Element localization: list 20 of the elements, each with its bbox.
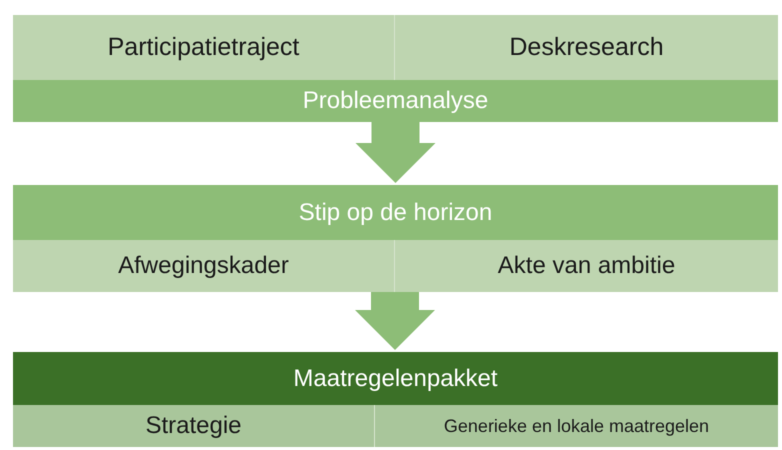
process-band (13, 240, 395, 292)
band-label: Afwegingskader (118, 252, 289, 280)
process-band (13, 15, 395, 80)
process-band (395, 15, 778, 80)
band-label: Participatietraject (108, 33, 300, 62)
band-label: Strategie (145, 412, 242, 440)
band-label: Maatregelenpakket (293, 364, 498, 392)
block-arrow (356, 122, 436, 183)
band-label: Stip op de horizon (298, 198, 492, 226)
process-band (375, 405, 778, 447)
process-band (13, 405, 375, 447)
process-band (13, 185, 778, 240)
process-band (13, 352, 778, 405)
band-label: Deskresearch (509, 33, 664, 62)
band-label: Akte van ambitie (498, 252, 676, 280)
process-band (395, 240, 778, 292)
band-label: Generieke en lokale maatregelen (444, 416, 710, 436)
block-arrow (355, 292, 435, 350)
process-band (13, 80, 778, 122)
band-label: Probleemanalyse (302, 87, 488, 115)
